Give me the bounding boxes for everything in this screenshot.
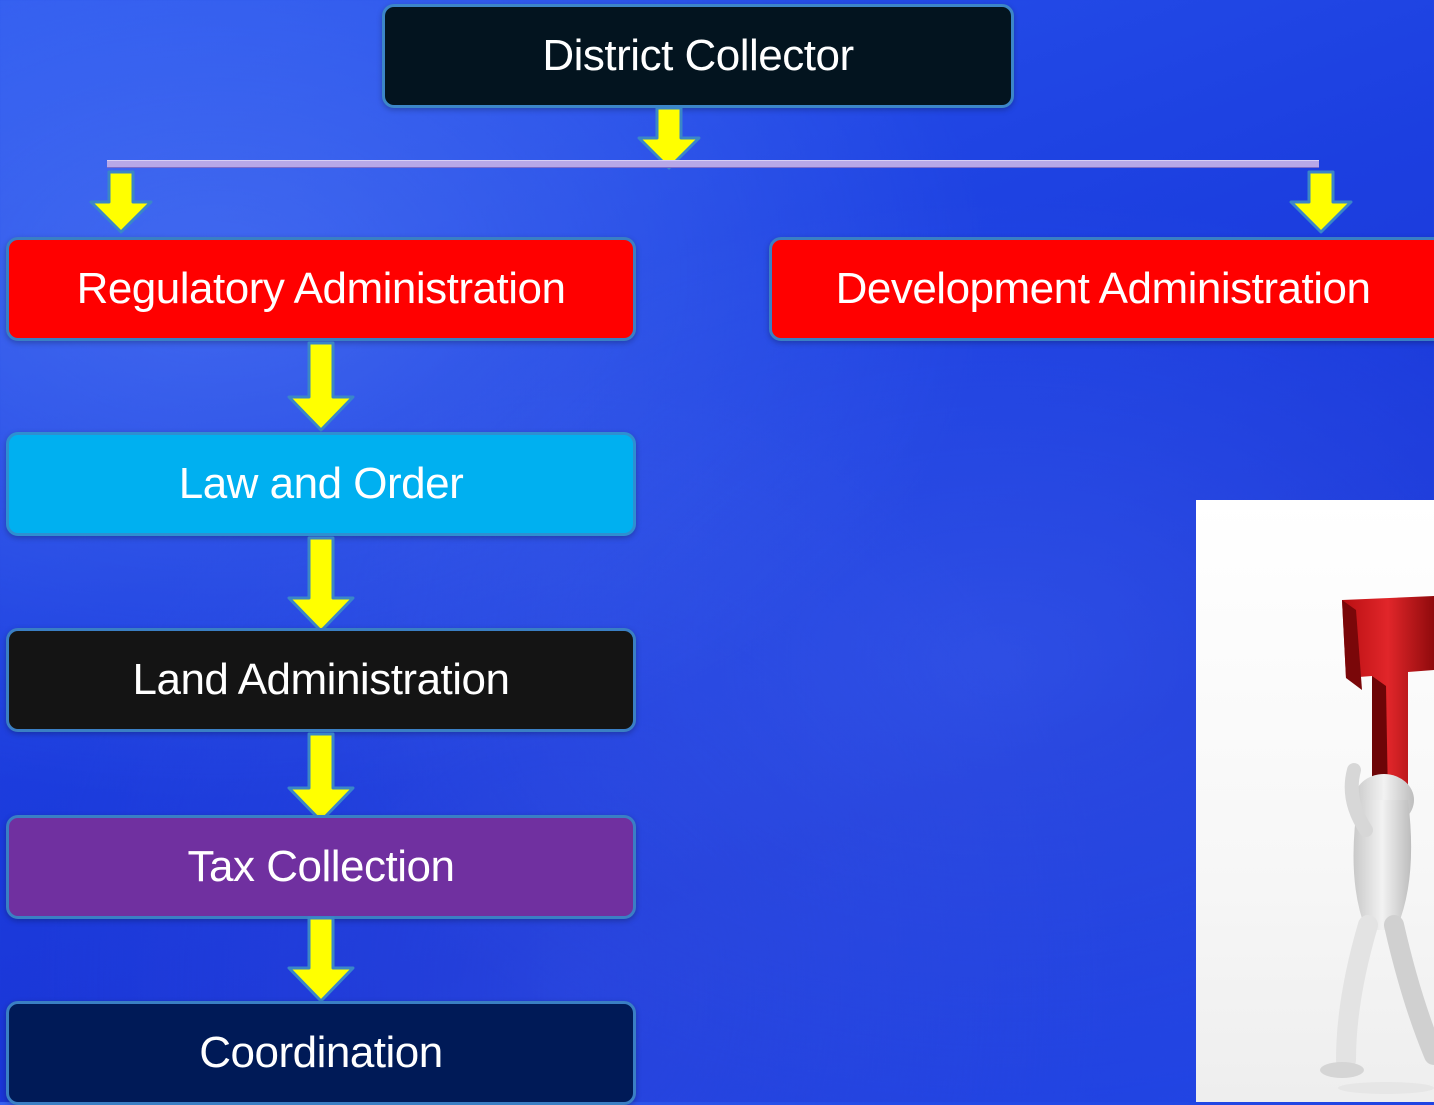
- arrow-down-icon: [287, 916, 355, 1003]
- branch-connector-line: [107, 160, 1319, 168]
- development-administration-box: Development Administration: [769, 237, 1434, 341]
- law-and-order-label: Law and Order: [178, 459, 464, 508]
- arrow-down-icon: [1289, 170, 1353, 234]
- district-collector-label: District Collector: [542, 31, 854, 80]
- land-administration-box: Land Administration: [6, 628, 636, 732]
- arrow-down-icon: [287, 536, 355, 633]
- coordination-box: Coordination: [6, 1001, 636, 1105]
- tax-collection-box: Tax Collection: [6, 815, 636, 919]
- tax-carrier-figure-icon: [1320, 596, 1434, 1094]
- development-administration-label: Development Administration: [835, 264, 1371, 313]
- regulatory-administration-box: Regulatory Administration: [6, 237, 636, 341]
- tax-carrier-image: [1196, 500, 1434, 1102]
- arrow-down-icon: [287, 341, 355, 432]
- law-and-order-box: Law and Order: [6, 432, 636, 536]
- regulatory-administration-label: Regulatory Administration: [76, 264, 566, 313]
- tax-collection-label: Tax Collection: [187, 842, 455, 891]
- district-collector-box: District Collector: [382, 4, 1014, 108]
- arrow-down-icon: [89, 170, 153, 234]
- arrow-down-icon: [287, 732, 355, 823]
- land-administration-label: Land Administration: [132, 655, 510, 704]
- coordination-label: Coordination: [199, 1028, 443, 1077]
- arrow-down-icon: [637, 106, 701, 170]
